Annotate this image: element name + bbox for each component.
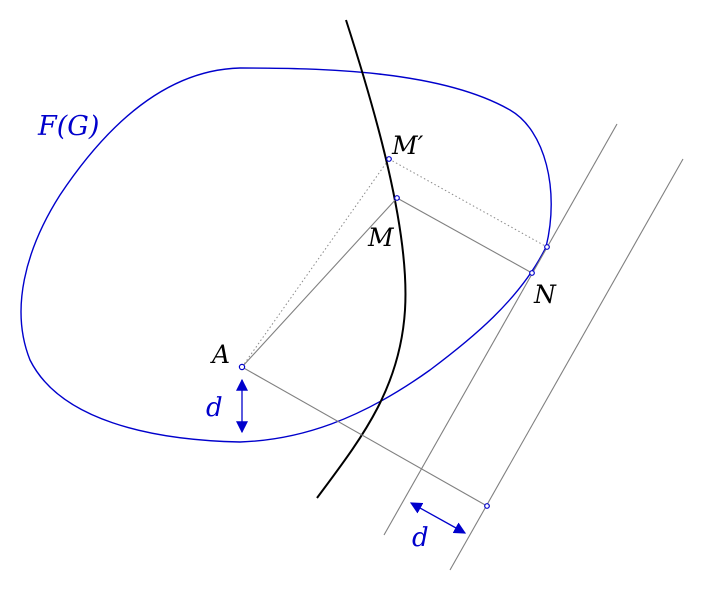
segment-a-m xyxy=(241,197,398,368)
segment-a-foot xyxy=(241,366,488,507)
segment-m-n xyxy=(396,197,533,274)
point-m-prime-dot xyxy=(386,156,392,162)
point-m-dot xyxy=(394,195,400,201)
label-point-a: A xyxy=(210,340,230,369)
distance-arrow-oblique xyxy=(409,502,467,534)
curve-f-of-g xyxy=(20,67,552,443)
label-distance-vertical: d xyxy=(206,393,223,423)
label-curve-f-of-g: F(G) xyxy=(37,111,99,142)
label-point-n: N xyxy=(533,280,557,309)
label-distance-oblique: d xyxy=(412,523,429,553)
label-point-m: M xyxy=(367,223,395,252)
point-n-dot xyxy=(529,270,535,276)
parallel-line-1 xyxy=(383,123,618,536)
label-point-m-prime: M′ xyxy=(391,131,424,160)
dotted-m-prime-n-prime xyxy=(388,158,548,248)
dotted-a-m-prime xyxy=(241,158,390,368)
black-curve xyxy=(316,19,407,499)
point-a-dot xyxy=(238,363,246,371)
parallel-line-2 xyxy=(449,158,684,571)
point-n-prime-dot xyxy=(544,244,550,250)
point-foot-dot xyxy=(484,503,490,509)
